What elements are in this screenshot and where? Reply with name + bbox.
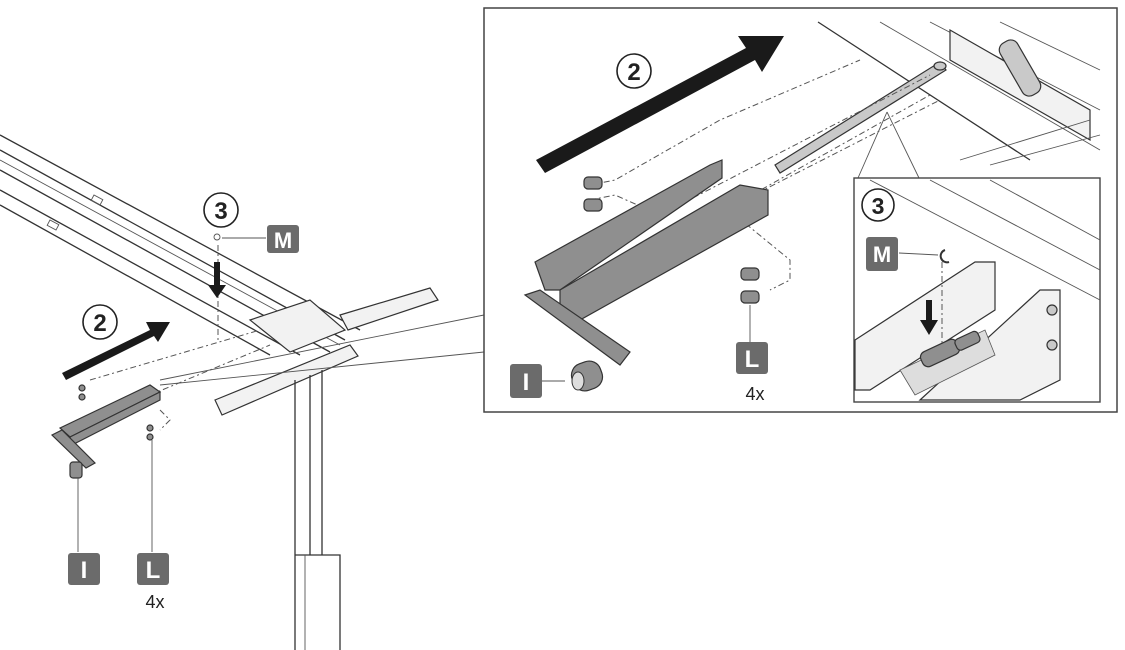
part-m-badge: M bbox=[866, 237, 898, 271]
desk-leg bbox=[294, 370, 341, 650]
svg-text:M: M bbox=[274, 228, 292, 253]
part-l-quantity: 4x bbox=[745, 384, 764, 404]
svg-text:2: 2 bbox=[627, 59, 640, 86]
part-i-badge: I bbox=[510, 364, 542, 398]
svg-text:I: I bbox=[81, 557, 88, 584]
svg-text:I: I bbox=[523, 369, 530, 396]
part-l-quantity: 4x bbox=[145, 592, 164, 612]
svg-text:2: 2 bbox=[93, 310, 106, 337]
overview-illustration: 2 3 M I L 4x bbox=[0, 134, 485, 650]
svg-text:M: M bbox=[873, 242, 891, 267]
desk-frame-rail bbox=[0, 134, 361, 356]
direction-arrow bbox=[536, 36, 784, 173]
step-2-marker: 2 bbox=[82, 304, 118, 340]
part-m-badge: M bbox=[267, 225, 299, 253]
down-arrow bbox=[920, 300, 938, 335]
inset-view: 3 M bbox=[853, 177, 1101, 403]
screws-l bbox=[583, 176, 760, 304]
svg-text:3: 3 bbox=[214, 198, 227, 225]
step-3-marker: 3 bbox=[861, 188, 895, 222]
step-2-marker: 2 bbox=[616, 53, 652, 89]
crank-handle bbox=[523, 159, 769, 392]
cross-bracket bbox=[214, 287, 439, 416]
screws-l bbox=[78, 384, 154, 441]
svg-text:3: 3 bbox=[872, 193, 885, 219]
e-clip-icon bbox=[939, 249, 950, 264]
crank-handle bbox=[50, 384, 162, 479]
svg-text:L: L bbox=[146, 557, 161, 584]
down-arrow bbox=[208, 262, 226, 298]
part-i-badge: I bbox=[68, 553, 100, 585]
step-3-marker: 3 bbox=[203, 192, 239, 228]
svg-text:L: L bbox=[745, 346, 760, 373]
part-l-badge: L bbox=[137, 553, 169, 585]
direction-arrow bbox=[62, 322, 170, 380]
part-l-badge: L bbox=[736, 342, 768, 374]
